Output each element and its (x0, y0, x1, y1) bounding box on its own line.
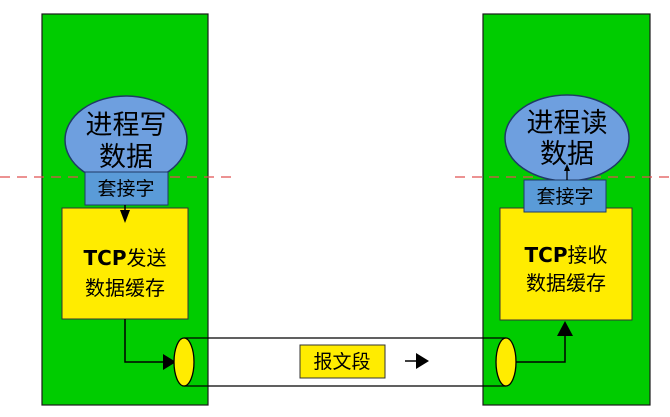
receiver-pipe-to-buffer-arrowhead (557, 321, 573, 336)
receiver-process-label-1: 进程读 (527, 108, 608, 139)
sender-buffer-protocol: TCP (84, 246, 127, 270)
sender-buffer-label-1: TCP发送 (84, 246, 167, 270)
segment-direction-arrowhead (416, 353, 429, 369)
receiver-socket-label: 套接字 (536, 186, 593, 208)
sender-buffer-to-pipe-arrowhead (163, 354, 176, 370)
sender-process-label-1: 进程写 (86, 110, 167, 141)
pipe-left-end (173, 337, 195, 387)
segment-label: 报文段 (313, 351, 370, 373)
sender-buffer-to-pipe-line (124, 319, 166, 363)
receiver-buffer-label-1: TCP接收 (525, 243, 608, 267)
receiver-socket-to-process-arrowhead (564, 164, 570, 171)
receiver-buffer-label-2: 数据缓存 (526, 271, 606, 295)
sender-socket-to-buffer-arrowhead (120, 210, 130, 223)
receiver-buffer (499, 207, 633, 321)
sender-socket (84, 171, 169, 206)
sender-buffer-label-2: 数据缓存 (85, 276, 165, 300)
sender-process-label-2: 数据 (99, 142, 153, 173)
pipe-right-end (495, 337, 517, 387)
receiver-pipe-to-buffer-line (516, 333, 566, 363)
segment-label-box (299, 344, 386, 379)
receiver-buffer-protocol: TCP (525, 243, 568, 267)
receiver-buffer-action: 接收 (567, 243, 607, 267)
sender-socket-label: 套接字 (97, 178, 154, 200)
receiver-socket (523, 179, 607, 213)
sender-buffer-action: 发送 (126, 246, 166, 270)
